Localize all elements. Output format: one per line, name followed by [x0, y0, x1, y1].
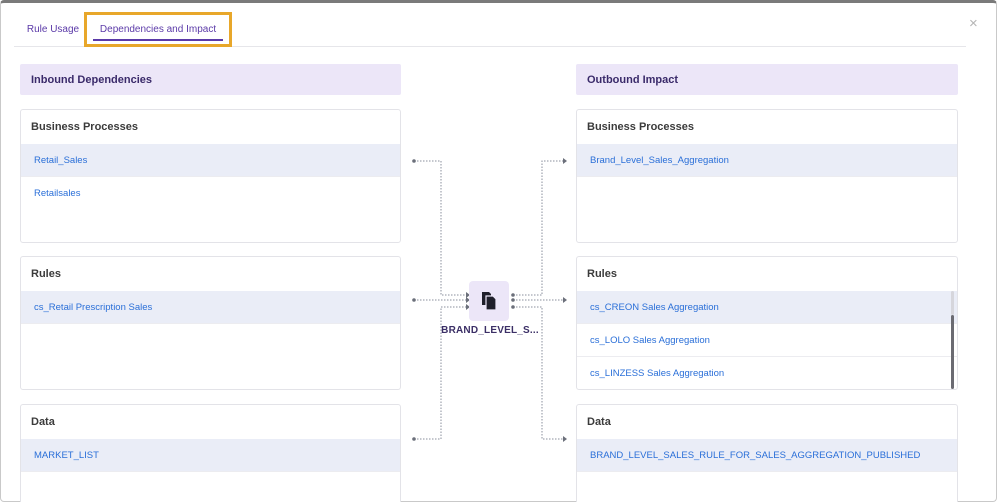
arrowhead-icon [563, 297, 567, 303]
connector-dot [412, 298, 416, 302]
connector-dot [412, 437, 416, 441]
card-title: Data [31, 416, 55, 428]
tab-rule-usage-label: Rule Usage [26, 24, 80, 35]
list-item-retail-sales[interactable]: Retail_Sales [21, 144, 400, 177]
list-item-retailsales[interactable]: Retailsales [34, 188, 81, 199]
close-icon[interactable]: × [969, 15, 978, 32]
arrowhead-icon [466, 297, 470, 303]
scrollbar-track[interactable] [951, 291, 954, 315]
list-item-brand-level-sales-rule-published[interactable]: BRAND_LEVEL_SALES_RULE_FOR_SALES_AGGREGA… [577, 439, 957, 472]
inbound-business-processes-card: Business Processes Retail_Sales Retailsa… [20, 109, 401, 243]
card-title: Rules [31, 268, 61, 280]
tab-rule-usage[interactable]: Rule Usage [18, 12, 88, 47]
arrowhead-icon [563, 436, 567, 442]
inbound-data-card: Data MARKET_LIST [20, 404, 401, 502]
outbound-data-card: Data BRAND_LEVEL_SALES_RULE_FOR_SALES_AG… [576, 404, 958, 502]
outbound-rules-card: Rules cs_CREON Sales Aggregation cs_LOLO… [576, 256, 958, 390]
tab-bar: Rule Usage Dependencies and Impact [14, 12, 966, 47]
inbound-dependencies-header: Inbound Dependencies [20, 64, 401, 95]
center-node-label: BRAND_LEVEL_S... [441, 325, 539, 336]
active-tab-underline [93, 39, 223, 41]
inbound-title: Inbound Dependencies [31, 73, 153, 86]
card-title: Business Processes [587, 121, 695, 133]
list-item-cs-creon-sales-aggregation[interactable]: cs_CREON Sales Aggregation [577, 291, 957, 324]
outbound-title: Outbound Impact [587, 73, 679, 86]
card-title: Business Processes [31, 121, 139, 133]
arrowhead-icon [466, 304, 470, 310]
outbound-business-processes-card: Business Processes Brand_Level_Sales_Agg… [576, 109, 958, 243]
tab-dependencies-and-impact[interactable]: Dependencies and Impact [84, 12, 232, 47]
connector-dot [511, 305, 515, 309]
connector-inbound-data [414, 306, 466, 440]
arrowhead-icon [563, 158, 567, 164]
list-item-cs-linzess-sales-aggregation[interactable]: cs_LINZESS Sales Aggregation [590, 368, 725, 379]
connector-inbound-bp [414, 160, 466, 296]
connector-dot [511, 298, 515, 302]
center-rule-node[interactable] [469, 281, 509, 321]
list-item-market-list[interactable]: MARKET_LIST [21, 439, 400, 472]
connector-dot [511, 293, 515, 297]
list-item-cs-retail-prescription-sales[interactable]: cs_Retail Prescription Sales [21, 291, 400, 324]
list-item-cs-lolo-sales-aggregation[interactable]: cs_LOLO Sales Aggregation [577, 324, 957, 357]
card-title: Data [587, 416, 611, 428]
tab-dependencies-label: Dependencies and Impact [99, 24, 217, 35]
outbound-impact-header: Outbound Impact [576, 64, 958, 95]
connector-outbound-bp [513, 160, 566, 296]
card-title: Rules [587, 268, 617, 280]
copy-documents-icon [482, 292, 497, 311]
connector-dot [412, 159, 416, 163]
scrollbar-thumb[interactable] [951, 315, 954, 389]
arrowhead-icon [466, 292, 470, 298]
list-item-brand-level-sales-aggregation[interactable]: Brand_Level_Sales_Aggregation [577, 144, 957, 177]
inbound-rules-card: Rules cs_Retail Prescription Sales [20, 256, 401, 390]
